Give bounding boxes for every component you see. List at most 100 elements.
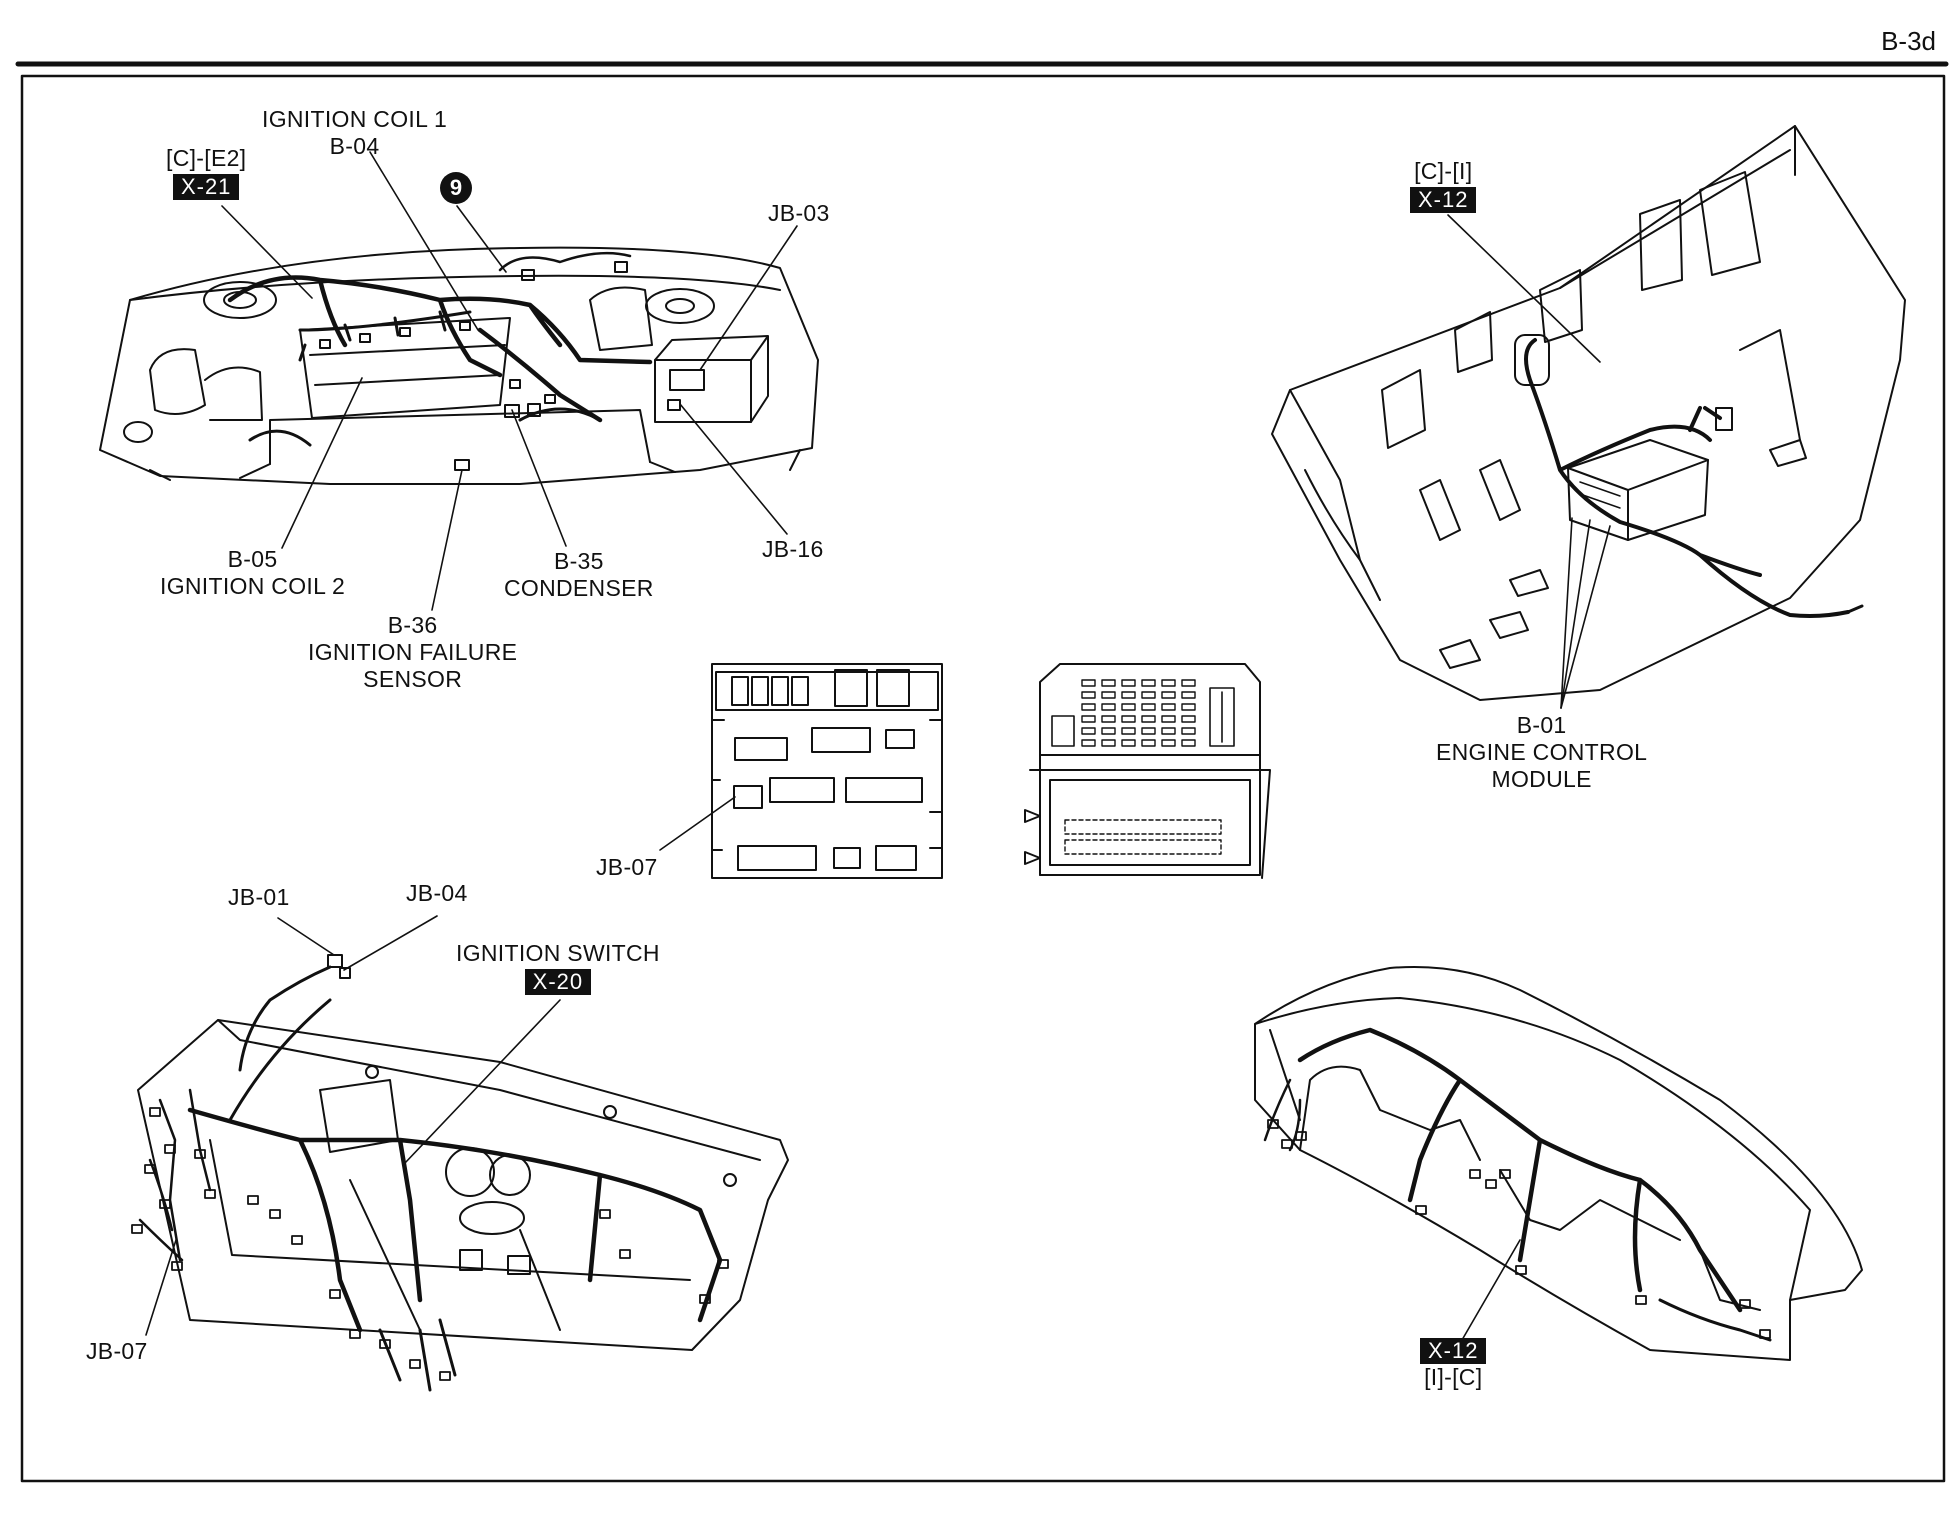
fuse-slot bbox=[1181, 703, 1196, 711]
ignition-failure-sensor-callout: B-36 IGNITION FAILURE SENSOR bbox=[308, 612, 517, 693]
marker-9-badge: 9 bbox=[440, 172, 472, 204]
harness-connector bbox=[1739, 1299, 1751, 1309]
fuse-slot bbox=[1141, 727, 1156, 735]
x12-dash-tag: X-12 bbox=[1420, 1338, 1487, 1364]
harness-connector bbox=[1295, 1131, 1307, 1141]
dashboard-right-leaders bbox=[1461, 1239, 1521, 1341]
fuse-slot bbox=[1141, 691, 1156, 699]
fuse-slot bbox=[1101, 691, 1116, 699]
fuse-slot bbox=[1181, 679, 1196, 687]
x12-firewall-tag: X-12 bbox=[1410, 187, 1477, 213]
jb07-leader bbox=[659, 796, 736, 851]
harness-connector bbox=[1759, 1329, 1771, 1339]
harness-connector bbox=[379, 1339, 391, 1349]
fuse-slot bbox=[1121, 703, 1136, 711]
fuse-slot bbox=[1081, 715, 1096, 723]
fuse-slot bbox=[1161, 679, 1176, 687]
harness-connector bbox=[1635, 1295, 1647, 1305]
dashboard-left-leaders bbox=[145, 915, 561, 1336]
page-code: B-3d bbox=[1881, 26, 1936, 56]
fuse-slot bbox=[1121, 715, 1136, 723]
dashboard-right-drawing bbox=[1254, 965, 1863, 1361]
fuse-slot bbox=[1161, 727, 1176, 735]
harness-connector bbox=[247, 1195, 259, 1205]
condenser-callout: B-35 CONDENSER bbox=[504, 548, 654, 602]
failure-sensor-code: B-36 bbox=[387, 612, 438, 638]
fuse-slot bbox=[1181, 739, 1196, 747]
firewall-drawing bbox=[1271, 125, 1906, 701]
jb07-dash-label: JB-07 bbox=[86, 1338, 148, 1364]
fuse-slot bbox=[1141, 715, 1156, 723]
fuse-slot bbox=[1081, 739, 1096, 747]
jb07-box-label: JB-07 bbox=[596, 854, 658, 880]
junction-box-front-drawing bbox=[659, 663, 943, 879]
harness-connector bbox=[717, 1259, 729, 1269]
junction-box-rear-drawing bbox=[1024, 663, 1271, 879]
failure-sensor-line2: SENSOR bbox=[363, 666, 463, 692]
fuse-slot bbox=[1181, 691, 1196, 699]
fuse-slot bbox=[1121, 739, 1136, 747]
fuse-slot bbox=[1141, 679, 1156, 687]
harness-connector bbox=[149, 1107, 161, 1117]
harness-connector bbox=[159, 1199, 171, 1209]
harness-connector bbox=[291, 1235, 303, 1245]
harness-connector bbox=[131, 1224, 143, 1234]
fuse-slot bbox=[1081, 679, 1096, 687]
x21-tag: X-21 bbox=[172, 174, 240, 200]
ignition-switch-tag: X-20 bbox=[524, 969, 592, 995]
ignition-coil-2-name: IGNITION COIL 2 bbox=[160, 573, 346, 599]
x21-callout: [C]-[E2] X-21 bbox=[166, 145, 246, 200]
ignition-coil-1-code: B-04 bbox=[329, 133, 380, 159]
jb03-label: JB-03 bbox=[768, 200, 830, 226]
fuse-slot bbox=[1101, 739, 1116, 747]
ecm-line1: ENGINE CONTROL bbox=[1436, 739, 1648, 765]
ecm-callout: B-01 ENGINE CONTROL MODULE bbox=[1436, 712, 1647, 793]
engine-bay-drawing bbox=[99, 246, 819, 485]
harness-connector bbox=[699, 1294, 711, 1304]
harness-connector bbox=[329, 1289, 341, 1299]
fuse-slot bbox=[1121, 727, 1136, 735]
x12-firewall-callout: [C]-[I] X-12 bbox=[1410, 158, 1477, 213]
ignition-switch-name: IGNITION SWITCH bbox=[456, 940, 660, 966]
fuse-slot bbox=[1101, 703, 1116, 711]
harness-connector bbox=[349, 1329, 361, 1339]
ecm-line2: MODULE bbox=[1491, 766, 1592, 792]
harness-connector bbox=[1267, 1119, 1279, 1129]
harness-connector bbox=[1515, 1265, 1527, 1275]
fuse-slot bbox=[1121, 679, 1136, 687]
harness-connector bbox=[619, 1249, 631, 1259]
fuse-slot bbox=[1181, 715, 1196, 723]
x12-firewall-ref: [C]-[I] bbox=[1414, 158, 1473, 184]
ignition-coil-1-callout: IGNITION COIL 1 B-04 bbox=[262, 106, 447, 160]
ignition-switch-callout: IGNITION SWITCH X-20 bbox=[456, 940, 660, 995]
condenser-name: CONDENSER bbox=[504, 575, 654, 601]
harness-connector bbox=[1415, 1205, 1427, 1215]
dashboard-left-drawing bbox=[131, 998, 789, 1392]
fuse-slot bbox=[1121, 691, 1136, 699]
harness-connector bbox=[1499, 1169, 1511, 1179]
x12-dash-ref: [I]-[C] bbox=[1424, 1364, 1483, 1390]
fuse-slot bbox=[1161, 691, 1176, 699]
harness-connector bbox=[164, 1144, 176, 1154]
ignition-coil-1-name: IGNITION COIL 1 bbox=[262, 106, 448, 132]
ignition-coil-2-code: B-05 bbox=[227, 546, 278, 572]
condenser-code: B-35 bbox=[553, 548, 604, 574]
fuse-slot bbox=[1081, 691, 1096, 699]
harness-connector bbox=[1469, 1169, 1481, 1179]
ecm-code: B-01 bbox=[1516, 712, 1567, 738]
harness-connector bbox=[194, 1149, 206, 1159]
harness-connector bbox=[144, 1164, 156, 1174]
fuse-slot bbox=[1161, 739, 1176, 747]
fuse-slot bbox=[1161, 715, 1176, 723]
failure-sensor-line1: IGNITION FAILURE bbox=[308, 639, 518, 665]
harness-connector bbox=[439, 1371, 451, 1381]
harness-connector bbox=[204, 1189, 216, 1199]
fuse-slot bbox=[1081, 703, 1096, 711]
firewall-leaders bbox=[1447, 214, 1611, 709]
fuse-slot bbox=[1101, 679, 1116, 687]
x12-dash-callout: X-12 [I]-[C] bbox=[1420, 1336, 1487, 1391]
engine-bay-leaders bbox=[221, 151, 798, 611]
ignition-coil-2-callout: B-05 IGNITION COIL 2 bbox=[160, 546, 345, 600]
jb01-connector bbox=[238, 954, 351, 1072]
